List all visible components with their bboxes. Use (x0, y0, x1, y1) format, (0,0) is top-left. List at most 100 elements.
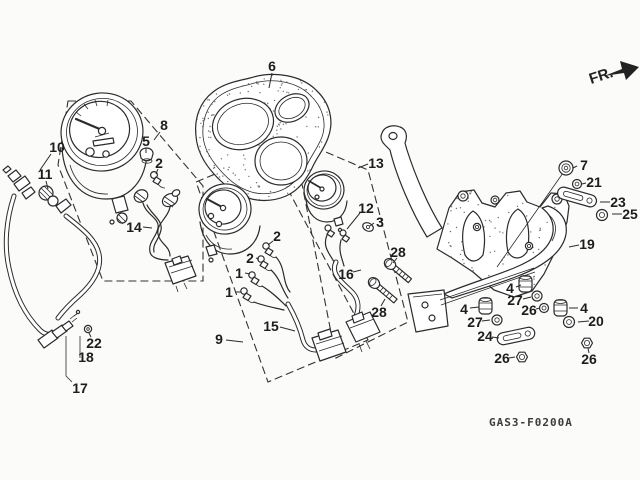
part-callout-28-12[interactable]: 28 (371, 304, 387, 320)
part-callout-27-28[interactable]: 27 (507, 292, 523, 308)
part-callout-2-17[interactable]: 2 (246, 250, 254, 266)
rubber-mount (195, 73, 332, 202)
part-callout-6-0[interactable]: 6 (268, 58, 276, 74)
bolt-28a (383, 257, 413, 284)
part-callout-14-6[interactable]: 14 (126, 219, 142, 235)
part-callout-4-30[interactable]: 4 (460, 301, 468, 317)
callout-leader-2 (155, 168, 159, 175)
part-code: GAS3-F0200A (489, 416, 573, 429)
callout-leader-28 (392, 257, 398, 264)
part-callout-13-7[interactable]: 13 (368, 155, 384, 171)
part-callout-5-4[interactable]: 5 (142, 133, 150, 149)
part-callout-27-31[interactable]: 27 (467, 314, 483, 330)
bracket-19 (407, 172, 567, 333)
callout-leader-27 (522, 296, 532, 300)
washer-20 (562, 315, 576, 329)
part-callout-7-23[interactable]: 7 (580, 157, 588, 173)
part-callout-26-33[interactable]: 26 (494, 350, 510, 366)
fastener-cluster-lower (478, 275, 594, 363)
callout-leader-4 (469, 306, 480, 309)
part-callout-19-22[interactable]: 19 (579, 236, 595, 252)
callout-leader-2 (267, 240, 274, 246)
callout-leader-16 (352, 269, 362, 273)
part-callout-2-18[interactable]: 2 (273, 228, 281, 244)
callout-leader-9 (225, 339, 244, 343)
washer-21 (571, 178, 583, 190)
callout-leader-26 (508, 356, 516, 359)
part-callout-23-25[interactable]: 23 (610, 194, 626, 210)
part-callout-26-29[interactable]: 26 (521, 302, 537, 318)
callout-leader-10 (39, 153, 52, 171)
bulb-2a (262, 242, 277, 259)
callout-leader-15 (279, 326, 296, 332)
part-callout-22-19[interactable]: 22 (86, 335, 102, 351)
callout-leader-22 (88, 332, 92, 338)
nut-25 (595, 208, 609, 222)
bulb-1b (240, 287, 255, 304)
fr-indicator: FR. (587, 61, 639, 88)
callout-leader-2 (255, 257, 260, 260)
part-callout-25-26[interactable]: 25 (622, 206, 638, 222)
stay-23 (556, 186, 598, 208)
part-callout-1-16[interactable]: 1 (235, 265, 243, 281)
meter-assembly-center (198, 183, 347, 362)
part-callout-4-34[interactable]: 4 (580, 300, 588, 316)
part-callout-4-27[interactable]: 4 (506, 280, 514, 296)
part-callout-16-10[interactable]: 16 (338, 266, 354, 282)
fr-label: FR. (587, 64, 615, 88)
washer-27a (531, 290, 543, 302)
speedometer-cable (2, 165, 103, 383)
fr-arrow-icon (604, 61, 639, 80)
nut-7 (558, 160, 574, 176)
grommet-4b (478, 297, 493, 315)
part-callout-17-21[interactable]: 17 (72, 380, 88, 396)
callout-leader-14 (142, 226, 153, 229)
bolt-28b (367, 276, 398, 304)
callout-leader-11 (45, 180, 49, 190)
part-callout-21-24[interactable]: 21 (586, 174, 602, 190)
callout-leader-3 (369, 222, 375, 227)
callout-leader-26 (535, 307, 541, 310)
callout-leader-20 (577, 320, 590, 323)
part-callout-8-3[interactable]: 8 (160, 117, 168, 133)
part-callout-2-5[interactable]: 2 (155, 155, 163, 171)
part-callout-10-1[interactable]: 10 (49, 139, 65, 155)
part-callout-24-32[interactable]: 24 (477, 328, 493, 344)
assembly-outline-13 (292, 137, 409, 359)
mounting-bracket (380, 125, 570, 298)
washer-26a (538, 302, 550, 314)
callout-leader-26 (587, 347, 590, 354)
callout-leader-13 (357, 163, 369, 169)
meter-assembly-right (303, 170, 413, 353)
callout-leader-12 (346, 212, 361, 230)
callout-leader-28 (380, 298, 386, 307)
callout-layer: 6101185214131231628289151122221817197212… (38, 58, 638, 396)
washer-27b (491, 314, 503, 326)
part-callout-12-8[interactable]: 12 (358, 200, 374, 216)
callout-leader-19 (568, 244, 580, 248)
part-callout-3-9[interactable]: 3 (376, 214, 384, 230)
callout-leader-27 (481, 319, 491, 322)
assembly-outline-8 (57, 100, 204, 282)
part-callout-1-15[interactable]: 1 (225, 284, 233, 300)
callout-leader-7 (572, 165, 578, 169)
nut-26c (580, 337, 594, 349)
stay-24 (496, 326, 536, 346)
bulb-1a (248, 271, 263, 288)
nut-26b (515, 351, 529, 363)
speedometer-assembly (60, 92, 197, 293)
callout-leader-21 (581, 182, 587, 185)
grommet-4a (518, 275, 533, 293)
part-callout-26-36[interactable]: 26 (581, 351, 597, 367)
callout-leader-1 (244, 272, 251, 275)
part-callout-28-11[interactable]: 28 (390, 244, 406, 260)
part-callout-15-14[interactable]: 15 (263, 318, 279, 334)
callout-leader-4 (515, 284, 522, 288)
callout-leader-8 (153, 131, 161, 141)
part-callout-11-2[interactable]: 11 (38, 166, 53, 182)
part-callout-18-20[interactable]: 18 (78, 349, 94, 365)
grommet-4c (553, 299, 568, 317)
part-callout-20-35[interactable]: 20 (588, 313, 604, 329)
part-callout-9-13[interactable]: 9 (215, 331, 223, 347)
